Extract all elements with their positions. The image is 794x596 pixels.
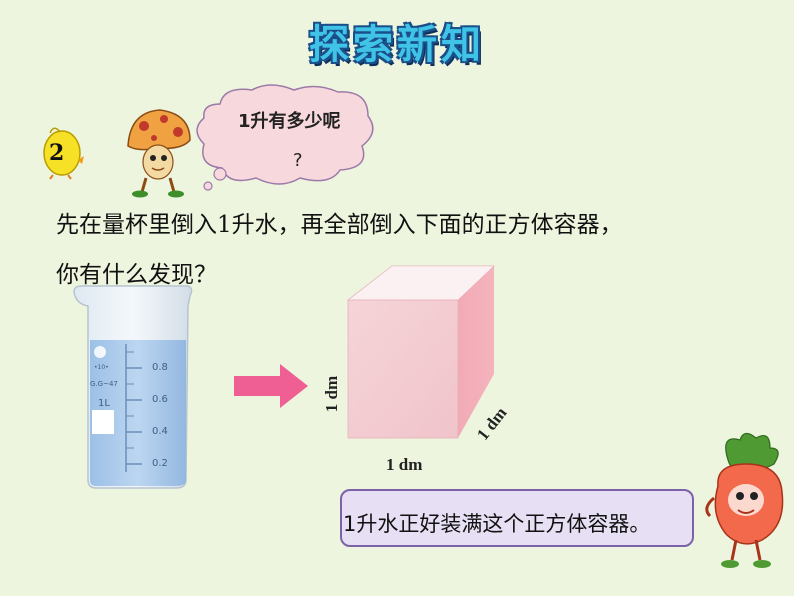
radish-character-icon bbox=[705, 432, 784, 568]
cube-width-label: 1 dm bbox=[386, 455, 423, 474]
bubble-question-line2: ? bbox=[293, 150, 303, 171]
answer-text: 1升水正好装满这个正方体容器。 bbox=[343, 512, 651, 536]
page-title: 探索新知 bbox=[309, 22, 485, 68]
beaker-small-label1: •10• bbox=[94, 364, 109, 371]
thought-bubble bbox=[196, 84, 374, 191]
beaker-tick-0.2: 0.2 bbox=[152, 458, 168, 469]
beaker-tick-0.6: 0.6 bbox=[152, 394, 168, 405]
prompt-line1: 先在量杯里倒入1升水，再全部倒入下面的正方体容器， bbox=[56, 212, 623, 238]
cube-container bbox=[346, 265, 496, 439]
arrow-right-icon bbox=[234, 364, 308, 408]
beaker-tick-0.8: 0.8 bbox=[152, 362, 168, 373]
prompt-line2: 你有什么发现？ bbox=[56, 262, 217, 288]
cube-height-label: 1 dm bbox=[322, 375, 342, 413]
step-number-badge: 2 bbox=[49, 140, 65, 166]
mushroom-character-icon bbox=[127, 109, 191, 198]
bubble-question-line1: 1升有多少呢 bbox=[238, 111, 341, 132]
answer-callout bbox=[340, 489, 694, 547]
chick-icon bbox=[43, 127, 84, 180]
measuring-beaker bbox=[73, 285, 193, 489]
beaker-small-label2: G.G~47 bbox=[90, 380, 118, 388]
beaker-capacity-label: 1L bbox=[98, 398, 110, 409]
beaker-tick-0.4: 0.4 bbox=[152, 426, 168, 437]
